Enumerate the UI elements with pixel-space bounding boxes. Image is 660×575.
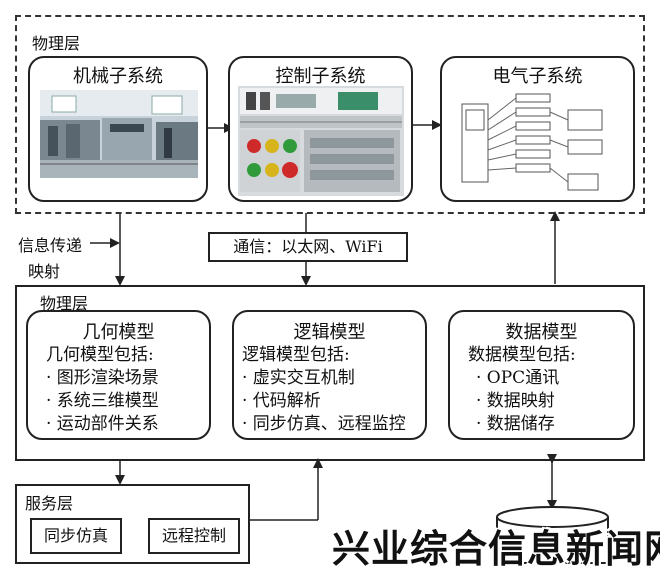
service-layer-label: 服务层 [25, 494, 74, 513]
logic-model-title: 逻辑模型 [293, 322, 366, 343]
physical-layer-top-label: 物理层 [32, 34, 81, 53]
data-model-item: · 数据映射 [476, 391, 555, 411]
data-model-intro: 数据模型包括: [468, 345, 576, 365]
geometry-model-intro: 几何模型包括: [46, 345, 154, 365]
mechanical-photo [40, 90, 198, 178]
mechanical-subsystem: 机械子系统 [28, 56, 208, 202]
logic-model-item: · 代码解析 [242, 391, 321, 411]
logic-model: 逻辑模型 逻辑模型包括: · 虚实交互机制 · 代码解析 · 同步仿真、远程监控 [232, 310, 427, 440]
geometry-model-item: · 系统三维模型 [46, 391, 159, 411]
physical-layer-top [15, 15, 645, 214]
mechanical-subsystem-title: 机械子系统 [73, 66, 163, 87]
control-cabinet-photo [238, 86, 404, 196]
data-model-item: · OPC通讯 [476, 368, 560, 388]
control-subsystem: 控制子系统 [228, 56, 413, 202]
watermark-text: 兴业综合信息新闻网 [332, 527, 660, 571]
logic-model-item: · 同步仿真、远程监控 [242, 414, 406, 434]
electrical-subsystem-title: 电气子系统 [492, 66, 583, 87]
geometry-model-title: 几何模型 [82, 322, 155, 343]
database-icon [496, 506, 609, 564]
communication-box: 通信：以太网、WiFi [208, 232, 408, 262]
control-subsystem-title: 控制子系统 [275, 66, 366, 87]
geometry-model-item: · 运动部件关系 [46, 414, 159, 434]
electrical-schematic [456, 90, 616, 194]
physical-layer-bottom-label: 物理层 [40, 294, 89, 313]
mapping-label: 映射 [28, 262, 61, 281]
info-transfer-label: 信息传递 [18, 236, 83, 255]
remote-control-button[interactable]: 远程控制 [148, 518, 240, 554]
data-model: 数据模型 数据模型包括: · OPC通讯 · 数据映射 · 数据储存 [448, 310, 635, 440]
physical-layer-bottom [15, 285, 645, 461]
data-model-item: · 数据储存 [476, 414, 555, 434]
electrical-subsystem: 电气子系统 [440, 56, 635, 202]
geometry-model-item: · 图形渲染场景 [46, 368, 159, 388]
logic-model-item: · 虚实交互机制 [242, 368, 355, 388]
sync-simulation-button[interactable]: 同步仿真 [30, 518, 122, 554]
logic-model-intro: 逻辑模型包括: [242, 345, 350, 365]
geometry-model: 几何模型 几何模型包括: · 图形渲染场景 · 系统三维模型 · 运动部件关系 [26, 310, 211, 440]
data-model-title: 数据模型 [505, 322, 578, 343]
